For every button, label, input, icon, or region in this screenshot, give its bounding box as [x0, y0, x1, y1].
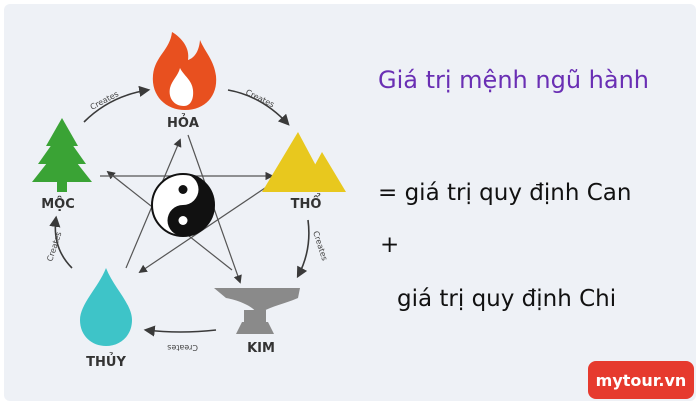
relation-label-metal-water: Creates	[167, 343, 198, 352]
element-label-wood: MỘC	[41, 196, 75, 212]
mytour-logo: mytour.vn	[588, 361, 694, 399]
relation-label-earth-metal: Creates	[311, 230, 329, 262]
five-elements-diagram: Creates Creates Creates Creates Creates …	[32, 32, 346, 370]
arrow-earth-to-metal	[296, 219, 310, 279]
arrow-fire-to-earth	[227, 89, 290, 126]
element-label-water: THỦY	[86, 353, 126, 370]
arrow-metal-to-water	[143, 325, 217, 337]
formula-line-chi: giá trị quy định Chi	[397, 286, 617, 312]
relation-label-water-wood: Creates	[45, 231, 63, 263]
element-label-earth: THỔ	[291, 194, 322, 212]
anvil-icon	[214, 288, 300, 334]
formula-line-can: = giá trị quy định Can	[378, 180, 632, 206]
arrow-water-to-wood	[49, 215, 73, 269]
element-label-fire: HỎA	[167, 114, 199, 131]
mountain-icon	[262, 132, 346, 192]
heading-title: Giá trị mệnh ngũ hành	[378, 66, 649, 94]
fire-icon	[152, 32, 217, 110]
element-label-metal: KIM	[247, 341, 275, 356]
arrow-wood-to-fire	[83, 85, 151, 123]
water-drop-icon	[80, 268, 132, 346]
relation-label-fire-earth: Creates	[244, 88, 276, 110]
yin-yang-icon	[151, 173, 215, 237]
formula-plus-sign: +	[380, 232, 400, 258]
tree-icon	[32, 118, 92, 192]
